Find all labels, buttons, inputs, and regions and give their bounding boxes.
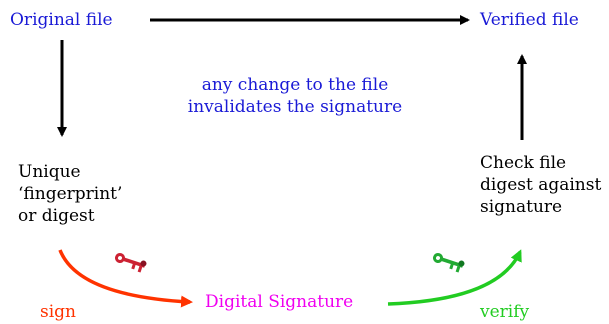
key-icon — [433, 253, 465, 273]
digital-signature-label: Digital Signature — [205, 292, 354, 312]
sign-label: sign — [40, 302, 76, 322]
digest-label-line: Unique — [18, 162, 81, 182]
original-file-label: Original file — [10, 10, 113, 30]
change-note: any change to the file invalidates the s… — [150, 74, 440, 118]
digest-label: Unique ‘fingerprint’ or digest — [18, 161, 122, 227]
digest-label-line: or digest — [18, 206, 95, 226]
check-digest-label-line: digest against — [480, 175, 602, 195]
sign-arrow — [58, 249, 193, 308]
check-digest-label-line: signature — [480, 197, 563, 217]
digest-label-line: ‘fingerprint’ — [18, 184, 123, 204]
verified-file-label: Verified file — [480, 10, 579, 30]
key-icon — [115, 253, 147, 273]
check-digest-label: Check file digest against signature — [480, 152, 601, 218]
change-note-line: invalidates the signature — [187, 97, 403, 117]
verify-label: verify — [480, 302, 530, 322]
verify-arrow — [387, 249, 522, 306]
change-note-line: any change to the file — [201, 75, 389, 95]
check-digest-label-line: Check file — [480, 153, 567, 173]
